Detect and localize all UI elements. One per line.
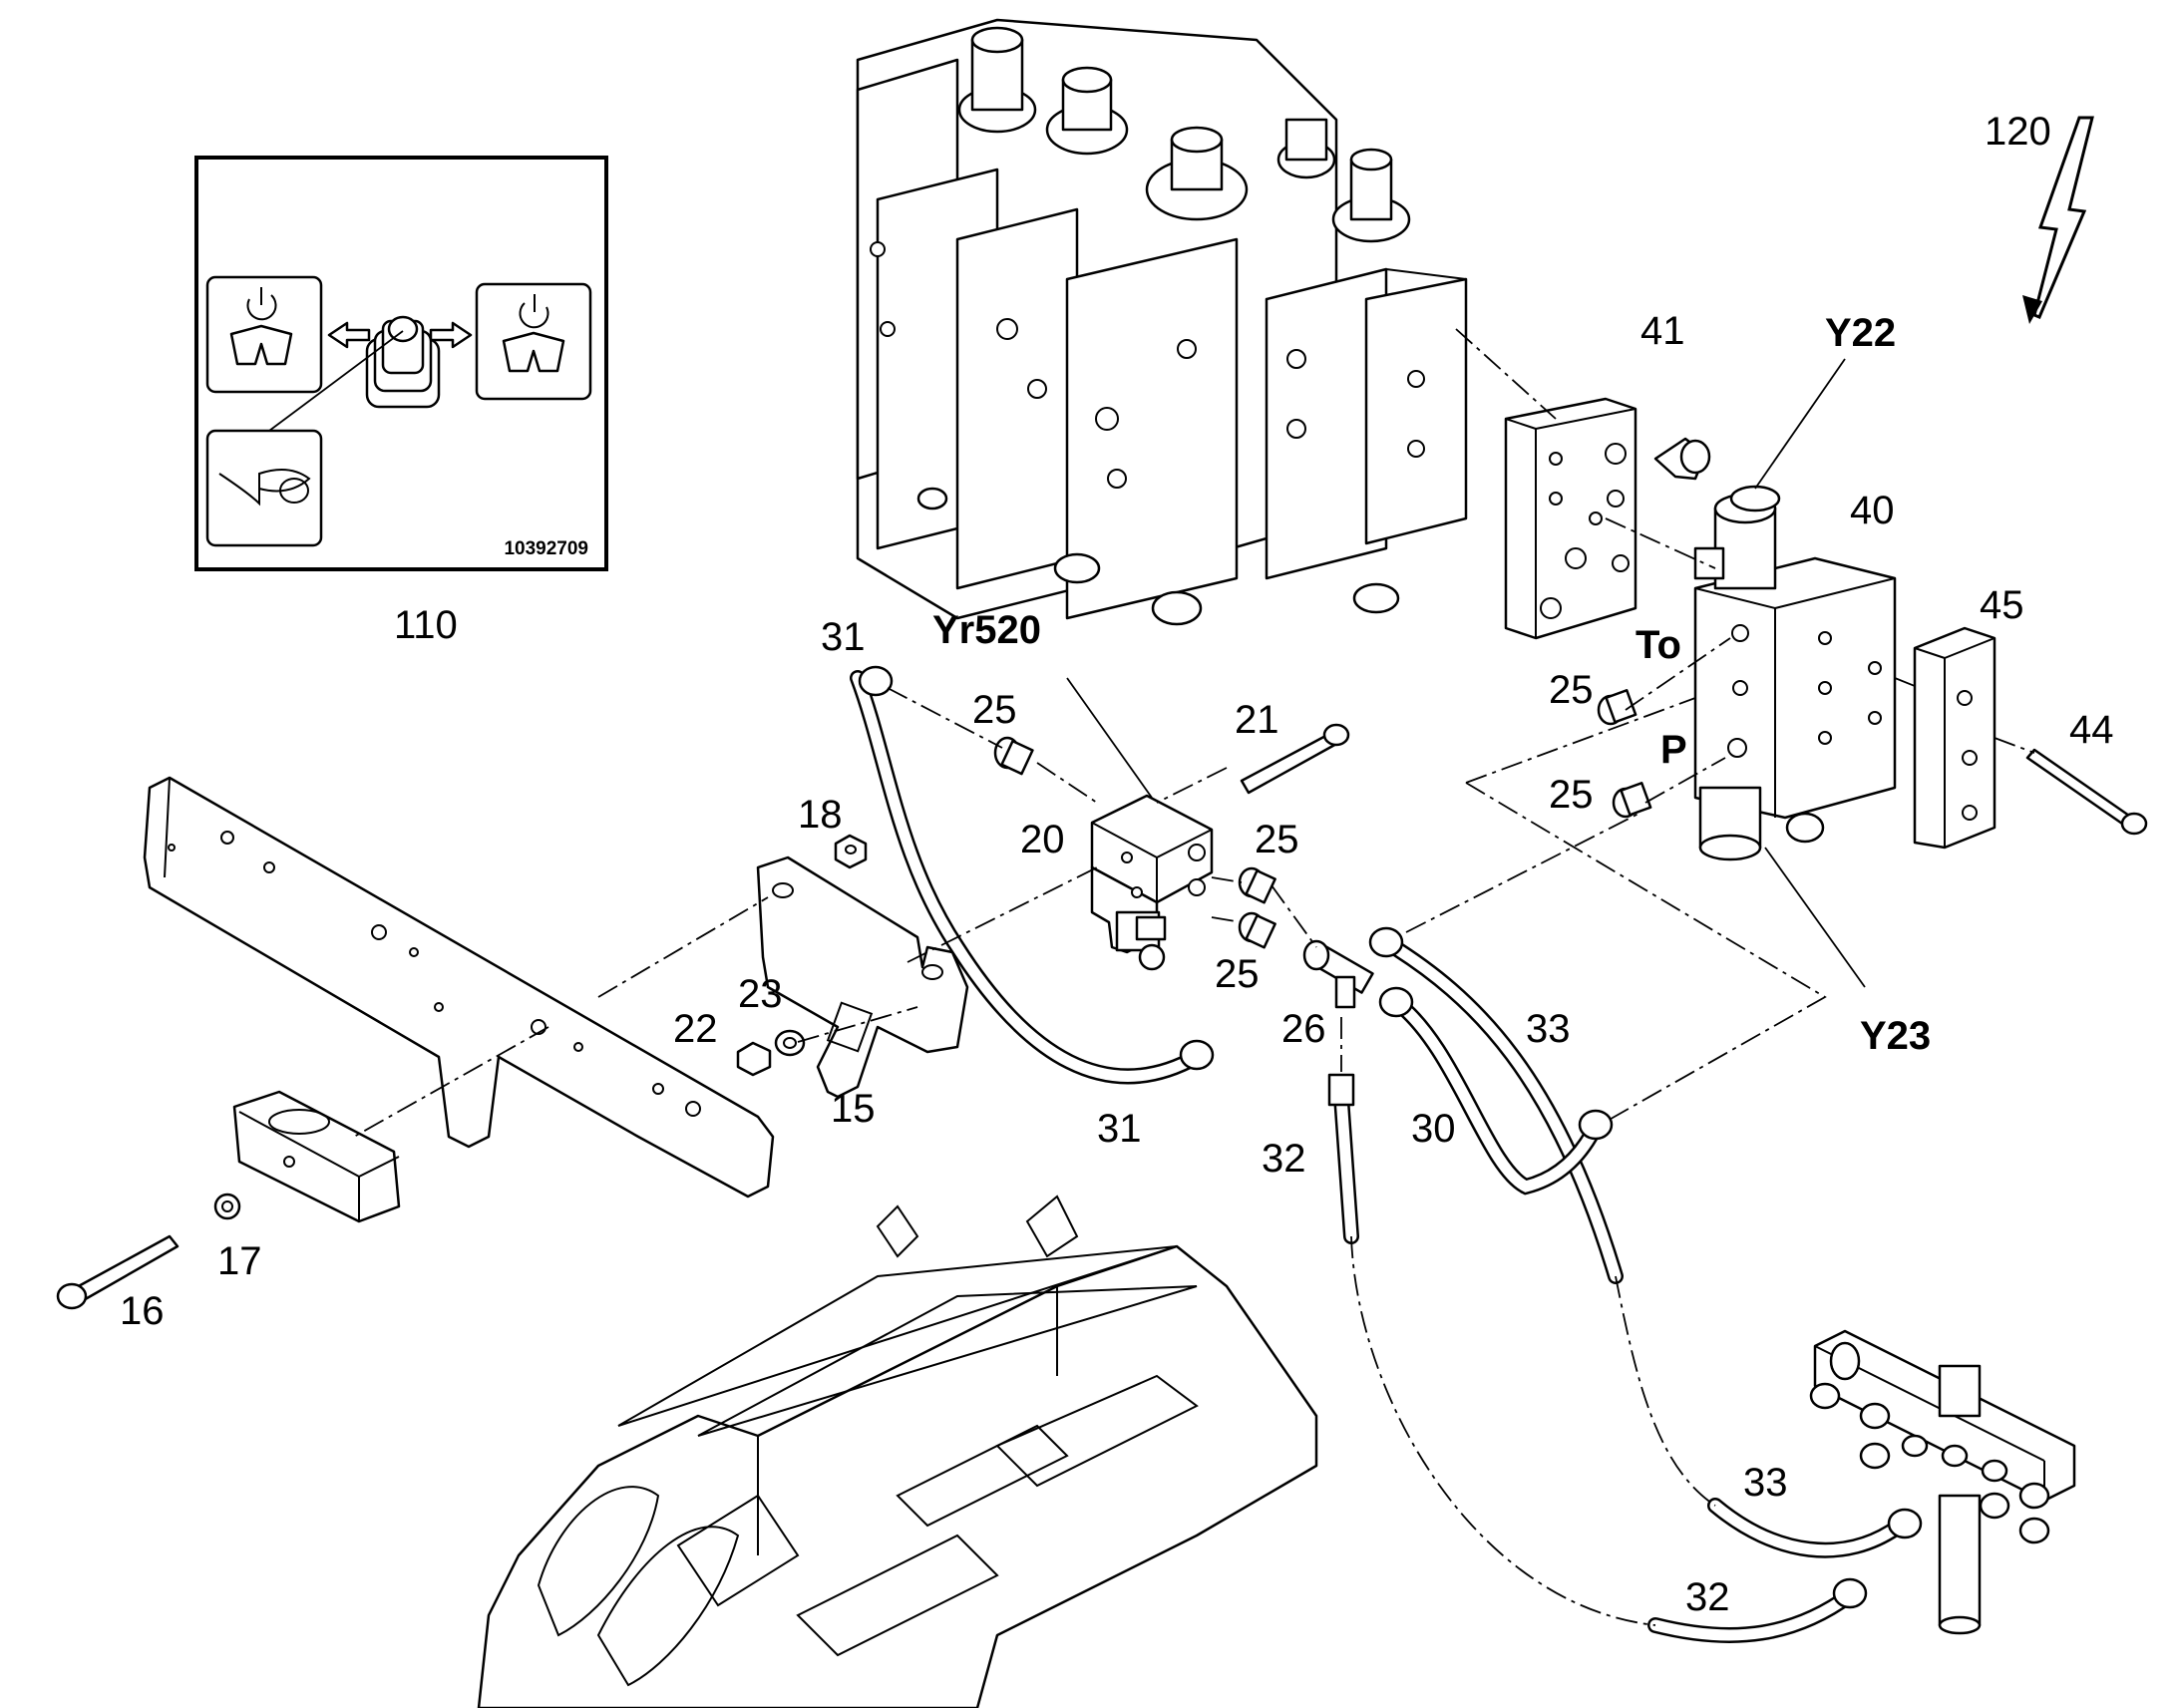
nut-22 (736, 1041, 772, 1077)
bolt-44 (2025, 748, 2148, 836)
mounting-bracket-frame (143, 776, 775, 1198)
control-valve-assembly (856, 18, 1468, 626)
section-direction-arrow (2022, 116, 2094, 324)
tee-fitting-26 (1302, 939, 1374, 1009)
callout-22: 22 (673, 1007, 718, 1051)
washer-17 (213, 1193, 241, 1220)
fitting-25-right-lower (1612, 782, 1652, 819)
callout-41: 41 (1640, 309, 1685, 353)
bracket-plate-15 (756, 855, 969, 1099)
machine-frame (477, 1195, 1318, 1708)
valve-block-40 (1693, 485, 1897, 861)
callout-21: 21 (1235, 698, 1279, 742)
hose-31 (850, 665, 1215, 1085)
clamp-block (232, 1090, 401, 1223)
leader-lines (1066, 358, 1866, 988)
callout-25-left: 25 (972, 688, 1017, 732)
callout-44: 44 (2069, 708, 2114, 752)
distribution-manifold (1809, 1329, 2076, 1635)
washer-23 (774, 1029, 806, 1057)
valve-yr520 (1090, 794, 1214, 971)
hose-33-lower (1707, 1498, 1923, 1558)
callout-31-bottom: 31 (1097, 1107, 1142, 1151)
callout-15: 15 (831, 1087, 876, 1131)
callout-45: 45 (1980, 583, 2024, 627)
callout-40: 40 (1850, 489, 1895, 532)
callout-32-lower: 32 (1685, 1575, 1730, 1619)
bolt-16 (56, 1234, 180, 1310)
callout-33-lower: 33 (1743, 1461, 1788, 1505)
decal-number: 10392709 (504, 538, 588, 559)
callout-25-right-upper: 25 (1549, 668, 1594, 712)
fitting-25-mid-lower (1238, 911, 1276, 949)
joystick-icon (365, 315, 441, 409)
nut-18 (834, 834, 868, 869)
fitting-25-mid-upper (1238, 866, 1276, 904)
callout-23: 23 (738, 972, 783, 1016)
designator-yr520: Yr520 (932, 608, 1041, 652)
callout-30: 30 (1411, 1107, 1456, 1151)
callout-17: 17 (217, 1239, 262, 1283)
callout-25-right-lower: 25 (1549, 773, 1594, 817)
fitting-25-right-upper (1597, 689, 1637, 726)
port-p: P (1660, 728, 1687, 772)
callout-26: 26 (1281, 1007, 1326, 1051)
hose-33 (1368, 926, 1624, 1284)
callout-16: 16 (120, 1289, 165, 1333)
alignment-lines (353, 328, 2035, 1626)
designator-y22: Y22 (1825, 311, 1896, 355)
callout-25-mid-lower: 25 (1215, 952, 1260, 996)
spacer-plate-41 (1504, 397, 1637, 640)
control-decal: 10392709 (194, 156, 608, 571)
callout-32-upper: 32 (1262, 1137, 1306, 1181)
callout-20: 20 (1020, 818, 1065, 861)
fitting-25-left (993, 736, 1034, 776)
hose-32-upper (1327, 1073, 1359, 1244)
cover-plate-45 (1913, 626, 1997, 850)
bolt-21 (1240, 723, 1350, 795)
callout-labels: 120 110 41 40 45 44 31 31 25 25 25 25 25… (120, 110, 2114, 1619)
hose-32-lower (1647, 1577, 1868, 1643)
port-to: To (1635, 623, 1681, 667)
callout-110: 110 (394, 603, 458, 647)
hose-30 (1378, 986, 1614, 1196)
callout-31-top: 31 (821, 615, 866, 659)
bolt-41 (1653, 437, 1711, 481)
callout-120: 120 (1985, 110, 2051, 154)
callout-33-upper: 33 (1526, 1007, 1571, 1051)
horn-icon (205, 429, 323, 547)
designator-y23: Y23 (1860, 1014, 1931, 1058)
callout-25-mid-upper: 25 (1255, 818, 1299, 861)
callout-18: 18 (798, 793, 843, 837)
